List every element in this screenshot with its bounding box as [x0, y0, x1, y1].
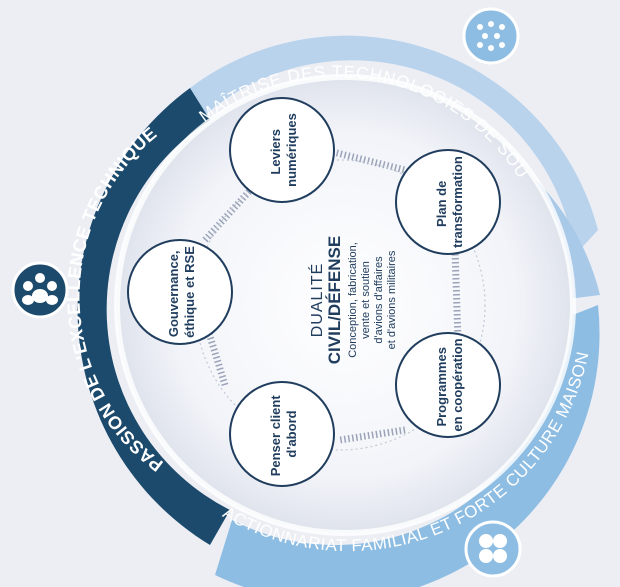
- pillar-leviers: Leviers numériques: [229, 97, 335, 203]
- center-desc: et d'avions militaires: [386, 250, 398, 349]
- pillar-plan: Plan de transformation: [395, 149, 501, 255]
- pillar-label: Programmes: [434, 347, 449, 426]
- pillar-programmes: Programmes en coopération: [395, 332, 501, 438]
- svg-text:Gouvernance, éthique et: Gouvernance, éthique et RSE: [166, 246, 197, 338]
- ring-segment-left: [77, 88, 230, 545]
- pillar-label: d'abord: [284, 410, 299, 457]
- pillar-label: Leviers: [268, 129, 283, 175]
- pillar-label: transformation: [450, 156, 465, 248]
- network-dots-icon: [462, 7, 520, 65]
- svg-text:Penser client d'abord: Penser client d'abord: [268, 392, 299, 477]
- pillar-label: Plan de: [434, 181, 449, 227]
- center-line2: CIVIL/DÉFENSE: [325, 236, 344, 364]
- pillar-label: Gouvernance,: [166, 250, 181, 337]
- center-desc: vente et soutien: [360, 261, 372, 339]
- ring-segment-bottom: [215, 305, 600, 587]
- center-block: DUALITÉ CIVIL/DÉFENSE Conception, fabric…: [307, 236, 398, 364]
- pillar-gouvernance: Gouvernance, éthique et RSE: [127, 239, 233, 345]
- svg-text:Leviers numériques: Leviers numériques: [268, 113, 299, 187]
- pillar-label: en coopération: [450, 338, 465, 431]
- pillar-label: numériques: [284, 113, 299, 187]
- svg-text:Plan de transformation: Plan de transformation: [434, 156, 465, 248]
- pillar-client: Penser client d'abord: [229, 381, 335, 487]
- center-desc: d'avions d'affaires: [373, 256, 385, 344]
- svg-text:Programmes en coopératio: Programmes en coopération: [434, 338, 465, 431]
- people-group-icon: [11, 261, 69, 319]
- pillar-label: Penser client: [268, 395, 283, 477]
- pillar-label: éthique et RSE: [182, 246, 197, 338]
- clover-icon: [464, 520, 522, 578]
- center-desc: Conception, fabrication,: [347, 242, 359, 358]
- ring-segment-top: [190, 35, 598, 256]
- center-line1: DUALITÉ: [307, 263, 326, 338]
